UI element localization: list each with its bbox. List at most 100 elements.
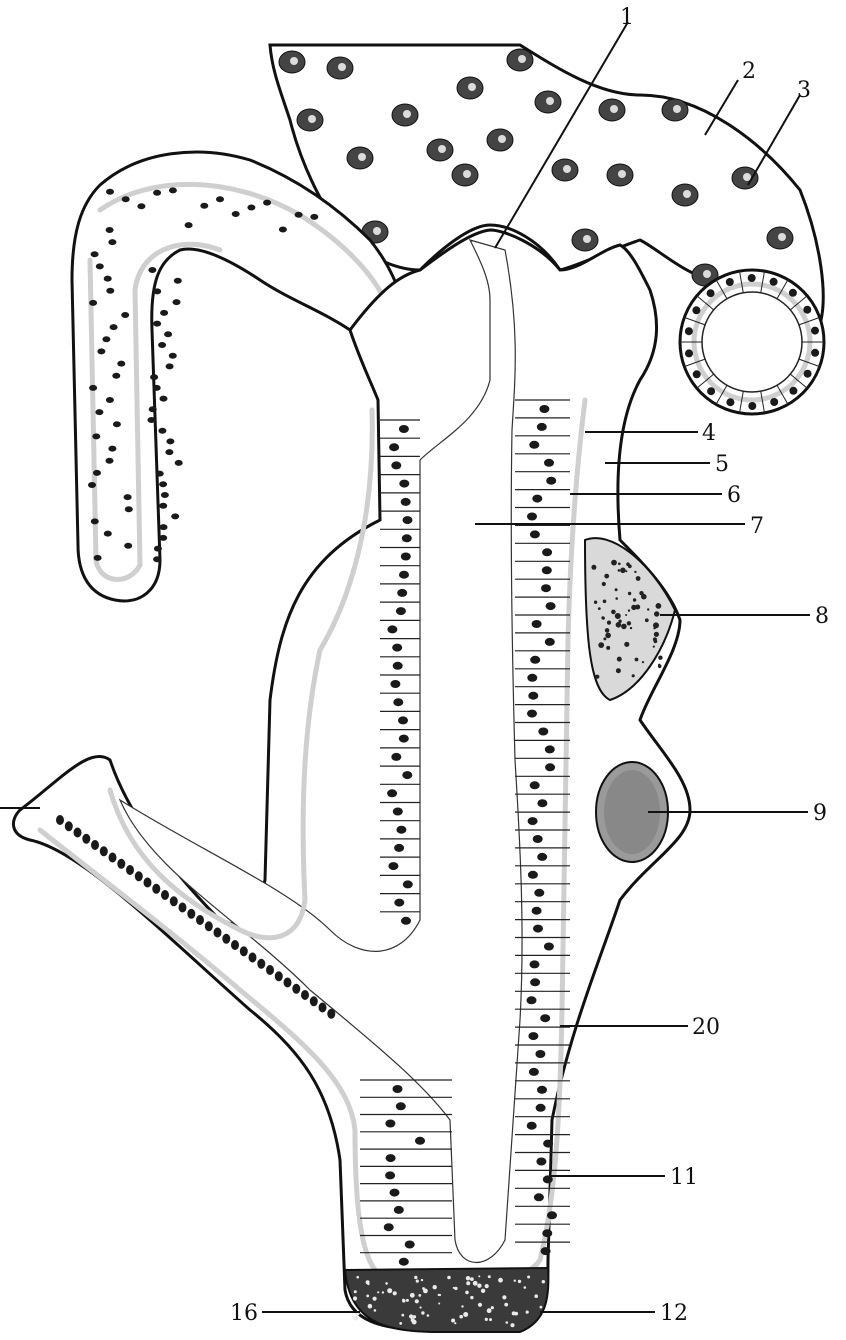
stipple-dot xyxy=(406,1299,409,1302)
granule xyxy=(611,560,617,566)
stipple-dot xyxy=(465,1291,469,1295)
nucleolus xyxy=(403,110,411,118)
granule xyxy=(628,592,631,595)
stipple-dot xyxy=(427,1314,430,1317)
granule xyxy=(607,621,611,625)
cell-nucleus xyxy=(541,584,551,592)
granule xyxy=(645,618,649,622)
stipple-dot xyxy=(373,1297,377,1301)
cell-nucleus xyxy=(399,571,409,579)
cell-nucleus xyxy=(263,200,271,206)
stipple-dot xyxy=(366,1295,369,1298)
label-7: 7 xyxy=(750,514,764,539)
nucleolus xyxy=(673,105,681,113)
stipple-dot xyxy=(393,1291,397,1295)
granule xyxy=(602,582,606,586)
stipple-dot xyxy=(421,1279,423,1281)
cell-nucleus xyxy=(530,978,540,986)
cell-nucleus xyxy=(726,398,734,406)
stipple-dot xyxy=(454,1287,457,1290)
granule xyxy=(658,664,661,667)
stipple-dot xyxy=(418,1294,421,1297)
cell-nucleus xyxy=(693,370,701,378)
cell-nucleus xyxy=(148,267,156,273)
stipple-dot xyxy=(433,1285,437,1289)
cell-nucleus xyxy=(528,692,538,700)
stipple-dot xyxy=(470,1277,474,1281)
cell-nucleus xyxy=(399,425,409,433)
cell-nucleus xyxy=(401,498,411,506)
cell-nucleus xyxy=(529,441,539,449)
stipple-dot xyxy=(354,1290,357,1293)
nucleolus xyxy=(618,170,626,178)
cell-nucleus xyxy=(396,607,406,615)
cell-nucleus xyxy=(100,846,108,856)
stipple-dot xyxy=(466,1281,470,1285)
cell-nucleus xyxy=(164,331,172,337)
cell-nucleus xyxy=(279,227,287,233)
cell-nucleus xyxy=(89,385,97,391)
cell-nucleus xyxy=(240,946,248,956)
stipple-dot xyxy=(387,1288,392,1293)
cell-nucleus xyxy=(527,1122,537,1130)
stipple-dot xyxy=(487,1308,492,1313)
granule xyxy=(654,611,659,616)
cell-nucleus xyxy=(171,513,179,519)
cell-nucleus xyxy=(394,899,404,907)
cell-nucleus xyxy=(538,728,548,736)
label-11: 11 xyxy=(670,1165,698,1190)
cell-nucleus xyxy=(415,1137,425,1145)
cell-nucleus xyxy=(530,656,540,664)
cell-nucleus xyxy=(93,470,101,476)
cell-nucleus xyxy=(92,433,100,439)
label-6: 6 xyxy=(727,483,741,508)
granule xyxy=(605,628,610,633)
stipple-dot xyxy=(414,1276,417,1279)
cell-nucleus xyxy=(385,1171,395,1179)
cell-nucleus xyxy=(106,288,114,294)
stipple-dot xyxy=(478,1275,480,1277)
cell-nucleus xyxy=(542,566,552,574)
granule xyxy=(603,637,606,640)
cell-nucleus xyxy=(396,1102,406,1110)
stipple-dot xyxy=(420,1306,422,1308)
stipple-dot xyxy=(518,1280,521,1283)
cell-nucleus xyxy=(405,1241,415,1249)
nucleolus xyxy=(743,173,751,181)
granule xyxy=(634,571,636,573)
cell-nucleus xyxy=(544,459,554,467)
cell-nucleus xyxy=(200,203,208,209)
nucleolus xyxy=(518,55,526,63)
cell-nucleus xyxy=(295,212,303,218)
cell-nucleus xyxy=(96,263,104,269)
stipple-dot xyxy=(374,1309,377,1312)
granule xyxy=(631,605,636,610)
stipple-dot xyxy=(459,1315,463,1319)
cell-nucleus xyxy=(528,817,538,825)
cell-nucleus xyxy=(113,421,121,427)
cell-nucleus xyxy=(185,222,193,228)
cell-nucleus xyxy=(537,1086,547,1094)
stipple-dot xyxy=(478,1303,482,1307)
cell-nucleus xyxy=(539,405,549,413)
cell-nucleus xyxy=(527,513,537,521)
cell-nucleus xyxy=(390,680,400,688)
cell-nucleus xyxy=(319,1003,327,1013)
cell-nucleus xyxy=(214,928,222,938)
stipple-dot xyxy=(413,1315,416,1318)
cell-nucleus xyxy=(527,996,537,1004)
label-12: 12 xyxy=(660,1301,688,1326)
cell-nucleus xyxy=(390,1189,400,1197)
cell-nucleus xyxy=(154,546,162,552)
cell-nucleus xyxy=(393,1085,403,1093)
cell-nucleus xyxy=(153,556,161,562)
cell-nucleus xyxy=(135,871,143,881)
stipple-dot xyxy=(506,1321,509,1324)
cell-nucleus xyxy=(158,342,166,348)
granule xyxy=(603,600,607,604)
stipple-dot xyxy=(504,1303,508,1307)
cell-nucleus xyxy=(399,735,409,743)
label-2: 2 xyxy=(742,59,756,84)
nucleolus xyxy=(583,235,591,243)
granule xyxy=(601,616,604,619)
